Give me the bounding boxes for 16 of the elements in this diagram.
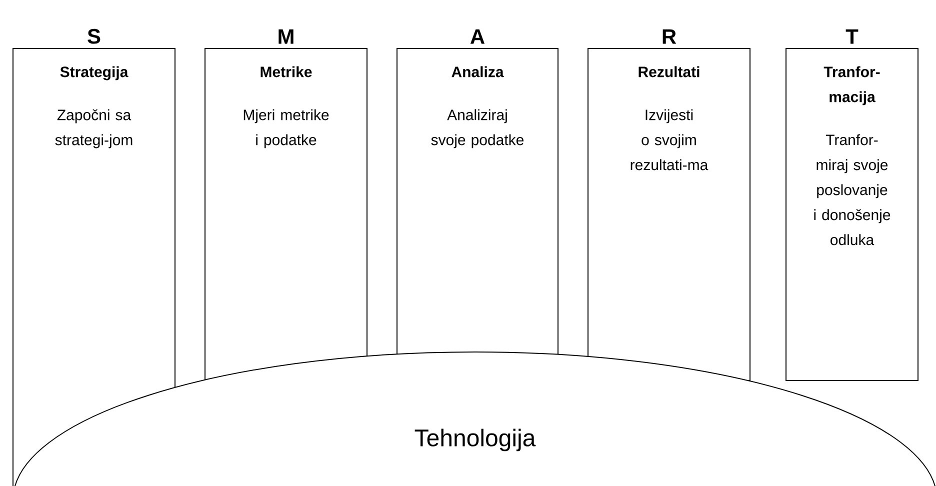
- column-heading: Rezultati: [638, 66, 700, 78]
- column-letter: A: [470, 29, 485, 44]
- column-text: Tranfor-miraj svoje poslovanje i donošenje odluka: [814, 134, 890, 246]
- column-heading: Analiza: [452, 66, 504, 78]
- dome-label: Tehnologija: [414, 428, 536, 452]
- column-text: Analiziraj svoje podatke: [431, 109, 524, 148]
- column-letter: S: [88, 28, 100, 44]
- column-letter: R: [662, 29, 676, 44]
- column-letter: M: [278, 29, 294, 44]
- column-text: Izvijesti o svojim rezultati-ma: [630, 109, 708, 170]
- column-heading: Metrike: [260, 66, 312, 78]
- column-letter: T: [846, 29, 858, 44]
- column-heading: Strategija: [60, 66, 128, 80]
- column-text: Mjeri metrike i podatke: [244, 109, 329, 148]
- column-text: Započni sa strategi-jom: [55, 109, 132, 148]
- column-heading: Tranfor-macija: [824, 66, 880, 106]
